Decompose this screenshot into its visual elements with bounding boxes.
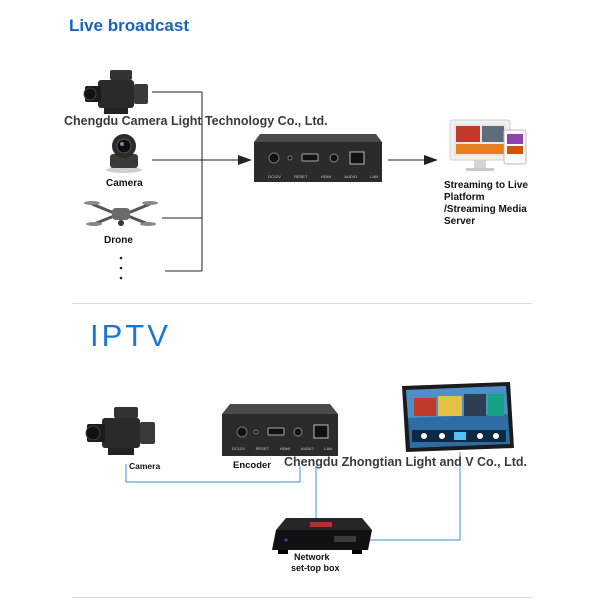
platform-label-line: Platform <box>444 192 485 203</box>
platform-label-line: Streaming to Live <box>444 180 528 191</box>
encoder-device-iptv <box>222 404 338 456</box>
encoder-port-labels-iptv: DC12V RESET HDMI AUDIO LAN <box>232 446 332 451</box>
port-label: HDMI <box>320 174 332 179</box>
watermark-iptv: Chengdu Zhongtian Light and V Co., Ltd. <box>284 455 528 469</box>
camera-label-live: Camera <box>106 178 143 189</box>
ptz-camera-icon <box>106 134 142 173</box>
arrowhead-encoder <box>238 155 252 165</box>
camcorder-icon <box>83 70 148 114</box>
ellipsis-dot <box>119 256 123 260</box>
port-label: DC12V <box>268 174 281 179</box>
encoder-label: Encoder <box>233 460 272 471</box>
link-stb-tv <box>366 452 461 541</box>
platform-label-line: /Streaming Media <box>444 204 527 215</box>
port-label: AUDIO <box>344 174 357 179</box>
stb-label-line: set-top box <box>291 563 340 573</box>
platform-label: Streaming to Live Platform /Streaming Me… <box>444 180 528 228</box>
port-label: HDMI <box>279 446 291 451</box>
platform-label-line: Server <box>444 216 476 227</box>
set-top-box-icon <box>272 518 372 554</box>
encoder-port-labels-live: DC12V RESET HDMI AUDIO LAN <box>268 174 378 179</box>
section-title-iptv: IPTV <box>90 318 171 353</box>
camcorder-icon <box>85 407 155 455</box>
bottom-divider <box>72 597 532 598</box>
stb-label-line: Network <box>294 552 330 562</box>
stb-label: Network set-top box <box>291 552 340 574</box>
ellipsis-dot <box>119 266 123 270</box>
camera-label-iptv: Camera <box>129 461 161 471</box>
arrowhead-platform <box>424 155 438 165</box>
link-camera-encoder <box>125 464 301 483</box>
section-title-live: Live broadcast <box>69 16 189 35</box>
television-icon <box>402 382 514 452</box>
port-label: LAN <box>324 446 332 451</box>
ellipsis-dot <box>119 276 123 280</box>
drone-label: Drone <box>104 235 133 246</box>
port-label: RESET <box>255 446 270 451</box>
port-label: LAN <box>370 174 378 179</box>
watermark-live: Chengdu Camera Light Technology Co., Ltd… <box>64 114 328 128</box>
streaming-platform-icon <box>449 119 527 171</box>
port-label: RESET <box>294 174 308 179</box>
drone-icon <box>84 201 158 226</box>
encoder-device-live <box>254 134 382 182</box>
section-divider <box>72 303 532 304</box>
port-label: DC12V <box>232 446 245 451</box>
port-label: AUDIO <box>300 446 314 451</box>
